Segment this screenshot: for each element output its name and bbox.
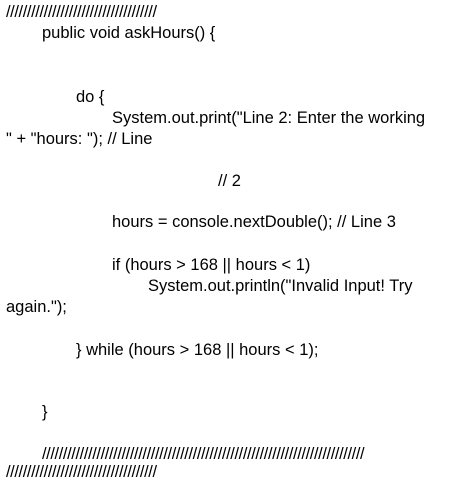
code-line-if-condition: if (hours > 168 || hours < 1) (112, 256, 311, 274)
code-line-close-brace: } (42, 403, 48, 421)
code-line-method-signature: public void askHours() { (42, 24, 216, 42)
code-line-do: do { (76, 88, 105, 106)
code-line-println-invalid: System.out.println("Invalid Input! Try (148, 277, 413, 295)
code-line-while: } while (hours > 168 || hours < 1); (76, 341, 319, 359)
code-line-comment-rule-top: //////////////////////////////////// (6, 3, 157, 21)
code-line-comment-rule-long: ////////////////////////////////////////… (42, 445, 365, 463)
code-line-print-prompt: System.out.print("Line 2: Enter the work… (112, 109, 426, 127)
code-line-comment-rule-bottom: //////////////////////////////////// (6, 463, 157, 481)
code-line-comment-2: // 2 (218, 172, 241, 190)
code-line-println-cont: again."); (6, 298, 67, 316)
code-line-print-prompt-cont: " + "hours: "); // Line (6, 130, 153, 148)
code-line-read-hours: hours = console.nextDouble(); // Line 3 (112, 213, 396, 231)
